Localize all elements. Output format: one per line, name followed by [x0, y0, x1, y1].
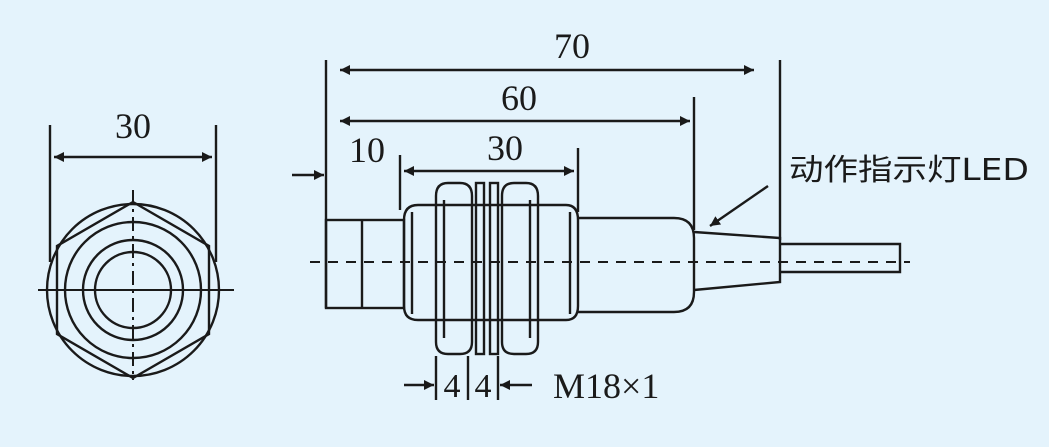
washer-left [474, 181, 486, 356]
indicator-label: 动作指示灯LED [789, 153, 1029, 188]
washer-right [488, 181, 500, 356]
front-view [38, 125, 234, 380]
nut-thickness-right-label: 4 [475, 368, 492, 405]
thread-spec-label: M18×1 [553, 366, 659, 406]
dim-10-label: 10 [349, 130, 385, 170]
cable-gland [693, 230, 782, 292]
front-width-label: 30 [115, 106, 151, 146]
led-leader-arrow [709, 185, 769, 227]
dim-60-label: 60 [501, 78, 537, 118]
nut-right [500, 181, 540, 356]
nut-thickness-left-label: 4 [444, 368, 461, 405]
sensing-cap [324, 218, 406, 310]
rear-body [578, 216, 696, 314]
side-view [292, 60, 910, 400]
dim-30-label: 30 [487, 128, 523, 168]
dim-70-label: 70 [554, 26, 590, 66]
threaded-body [402, 203, 580, 322]
cable [780, 242, 902, 274]
nut-left [434, 181, 474, 356]
front-hex-nut [55, 200, 211, 380]
